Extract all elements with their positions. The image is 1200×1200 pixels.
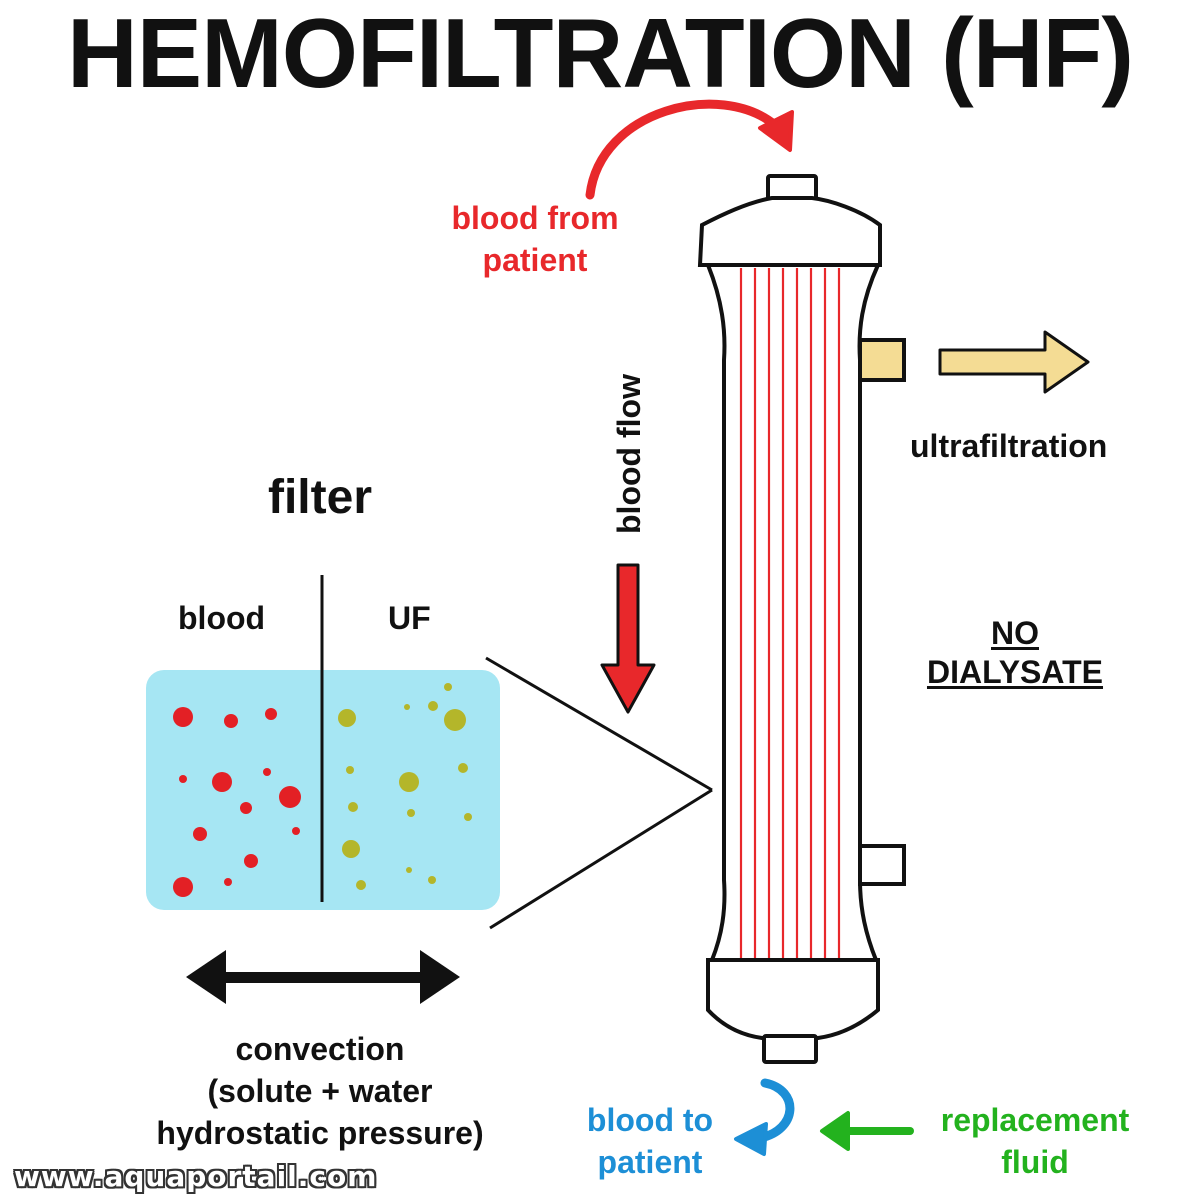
convection-label: convection (solute + water hydrostatic p… (156, 1031, 484, 1152)
uf-side-label: UF (388, 600, 431, 636)
filter-label: filter (267, 471, 372, 524)
blood-flow-label: blood flow (611, 374, 647, 534)
uf-particles (338, 683, 472, 890)
page-title: HEMOFILTRATION (HF) (66, 0, 1134, 108)
zoom-lines (485, 656, 713, 930)
uf-outlet-port (858, 338, 906, 382)
cartridge-body (705, 263, 882, 962)
filter-zoom-box (146, 575, 500, 910)
hollow-fibers (739, 268, 841, 958)
bottom-outlet-port (762, 1034, 818, 1064)
red-down-arrow-icon (600, 563, 656, 714)
top-cap (697, 196, 882, 267)
hemofilter-cartridge (697, 174, 906, 1064)
double-headed-arrow-icon (186, 950, 460, 1004)
blood-from-patient-label: blood from patient (451, 200, 619, 278)
side-port-lower (858, 844, 906, 886)
no-dialysate-label: NO DIALYSATE (926, 615, 1104, 691)
site-watermark: www.aquaportail.com (14, 1160, 378, 1193)
ultrafiltration-label: ultrafiltration (910, 428, 1108, 464)
blood-to-patient-label: blood to patient (586, 1102, 714, 1180)
curved-red-arrow-icon (585, 99, 794, 200)
yellow-right-arrow-icon (938, 330, 1090, 394)
bottom-cap (706, 958, 880, 1040)
blood-side-label: blood (178, 600, 266, 636)
replacement-fluid-label: replacement fluid (940, 1102, 1130, 1180)
blood-particles (173, 707, 301, 897)
blue-curved-arrow-icon (734, 1078, 795, 1156)
green-left-arrow-icon (820, 1111, 914, 1151)
